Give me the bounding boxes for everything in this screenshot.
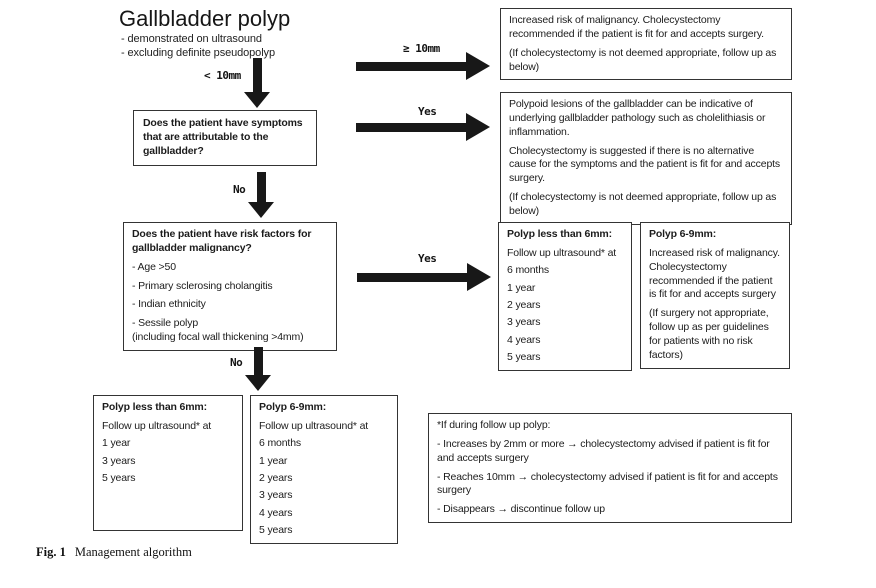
schedule-intro: Follow up ultrasound* at <box>102 419 212 432</box>
outcome-ge10-recommendation: Increased risk of malignancy. Cholecyste… <box>509 14 764 40</box>
schedule-item: 5 years <box>259 524 293 537</box>
risk69-alternative: (If surgery not appropriate, follow up a… <box>649 307 769 361</box>
decision-box-risk-factors: Does the patient have risk factors for g… <box>123 222 337 352</box>
schedule-item: 3 years <box>259 489 293 502</box>
arrow-shaft <box>356 122 466 132</box>
followup-box-norisk-lt6mm: Polyp less than 6mm: Follow up ultrasoun… <box>93 395 243 531</box>
figure-caption-label: Fig. 1 <box>36 545 66 559</box>
arrow-shaft <box>254 347 263 375</box>
box-heading: Polyp 6-9mm: <box>649 228 717 240</box>
arrow-head <box>248 202 274 218</box>
arrow-head <box>467 263 491 291</box>
symptoms-outcome-alternative: (If cholecystectomy is not deemed approp… <box>509 191 777 218</box>
symptoms-question-text: Does the patient have symptoms that are … <box>143 117 303 157</box>
risk-item-age: - Age >50 <box>132 260 176 273</box>
footnote-box: *If during follow up polyp: - Increases … <box>428 413 792 524</box>
schedule-item: 1 year <box>259 454 288 467</box>
footnote-heading: *If during follow up polyp: <box>437 419 551 431</box>
followup-schedule: Follow up ultrasound* at 1 year 3 years … <box>102 420 234 486</box>
arrow-shaft <box>357 272 467 282</box>
arrow-shaft <box>253 58 262 92</box>
label-no-risk: No <box>230 356 243 369</box>
arrow-shaft <box>356 61 466 71</box>
followup-schedule: Follow up ultrasound* at 6 months 1 year… <box>259 420 389 538</box>
schedule-item: 4 years <box>507 333 541 346</box>
schedule-item: 3 years <box>102 454 136 467</box>
footnote-item-reaches10mm: - Reaches 10mm → cholecystectomy advised… <box>437 470 778 497</box>
outcome-ge10-alternative: (If cholecystectomy is not deemed approp… <box>509 46 777 73</box>
schedule-item: 2 years <box>259 471 293 484</box>
schedule-item: 1 year <box>102 437 131 450</box>
risk-item-psc: - Primary sclerosing cholangitis <box>132 279 273 292</box>
arrow-head <box>245 375 271 391</box>
risk69-recommendation: Increased risk of malignancy. Cholecyste… <box>649 246 780 301</box>
box-heading: Polyp less than 6mm: <box>507 228 612 240</box>
box-heading: Polyp less than 6mm: <box>102 401 207 413</box>
figure-caption: Fig. 1 Management algorithm <box>36 545 192 560</box>
footnote-item-increase: - Increases by 2mm or more → cholecystec… <box>437 437 770 464</box>
schedule-item: 6 months <box>259 437 301 450</box>
schedule-item: 1 year <box>507 281 536 294</box>
label-yes-risk: Yes <box>418 252 437 265</box>
label-lt-10mm: < 10mm <box>204 69 241 82</box>
risk-item-sessile: - Sessile polyp <box>132 317 199 330</box>
outcome-box-symptoms: Polypoid lesions of the gallbladder can … <box>500 92 792 225</box>
symptoms-outcome-pathology: Polypoid lesions of the gallbladder can … <box>509 98 766 138</box>
arrow-head <box>466 52 490 80</box>
decision-box-symptoms: Does the patient have symptoms that are … <box>133 110 317 166</box>
label-no-symptoms: No <box>233 183 246 196</box>
risk-question-text: Does the patient have risk factors for g… <box>132 228 312 254</box>
outcome-box-ge-10mm: Increased risk of malignancy. Cholecyste… <box>500 8 792 81</box>
schedule-item: 3 years <box>507 316 541 329</box>
title-bullet-pseudopolyp: - excluding definite pseudopolyp <box>121 47 275 59</box>
followup-box-risk-lt6mm: Polyp less than 6mm: Follow up ultrasoun… <box>498 222 632 371</box>
label-yes-symptoms: Yes <box>418 105 437 118</box>
label-ge-10mm: ≥ 10mm <box>403 42 440 55</box>
figure-title: Gallbladder polyp <box>119 6 291 31</box>
outcome-box-risk-6-9mm: Polyp 6-9mm: Increased risk of malignanc… <box>640 222 790 369</box>
risk-item-sessile-note: (including focal wall thickening >4mm) <box>132 331 304 344</box>
schedule-item: 5 years <box>102 471 136 484</box>
figure-caption-text: Management algorithm <box>74 545 192 559</box>
schedule-item: 2 years <box>507 298 541 311</box>
footnote-item-disappears: - Disappears → discontinue follow up <box>437 503 605 516</box>
symptoms-outcome-recommendation: Cholecystectomy is suggested if there is… <box>509 144 780 185</box>
title-bullet-ultrasound: - demonstrated on ultrasound <box>121 33 262 45</box>
risk-item-ethnicity: - Indian ethnicity <box>132 298 206 311</box>
schedule-intro: Follow up ultrasound* at <box>507 246 617 259</box>
arrow-head <box>244 92 270 108</box>
schedule-item: 5 years <box>507 351 541 364</box>
schedule-item: 4 years <box>259 506 293 519</box>
followup-schedule: Follow up ultrasound* at 6 months 1 year… <box>507 247 623 365</box>
arrow-head <box>466 113 490 141</box>
arrow-shaft <box>257 172 266 202</box>
followup-box-norisk-6-9mm: Polyp 6-9mm: Follow up ultrasound* at 6 … <box>250 395 398 544</box>
schedule-item: 6 months <box>507 264 549 277</box>
box-heading: Polyp 6-9mm: <box>259 401 327 413</box>
schedule-intro: Follow up ultrasound* at <box>259 419 369 432</box>
